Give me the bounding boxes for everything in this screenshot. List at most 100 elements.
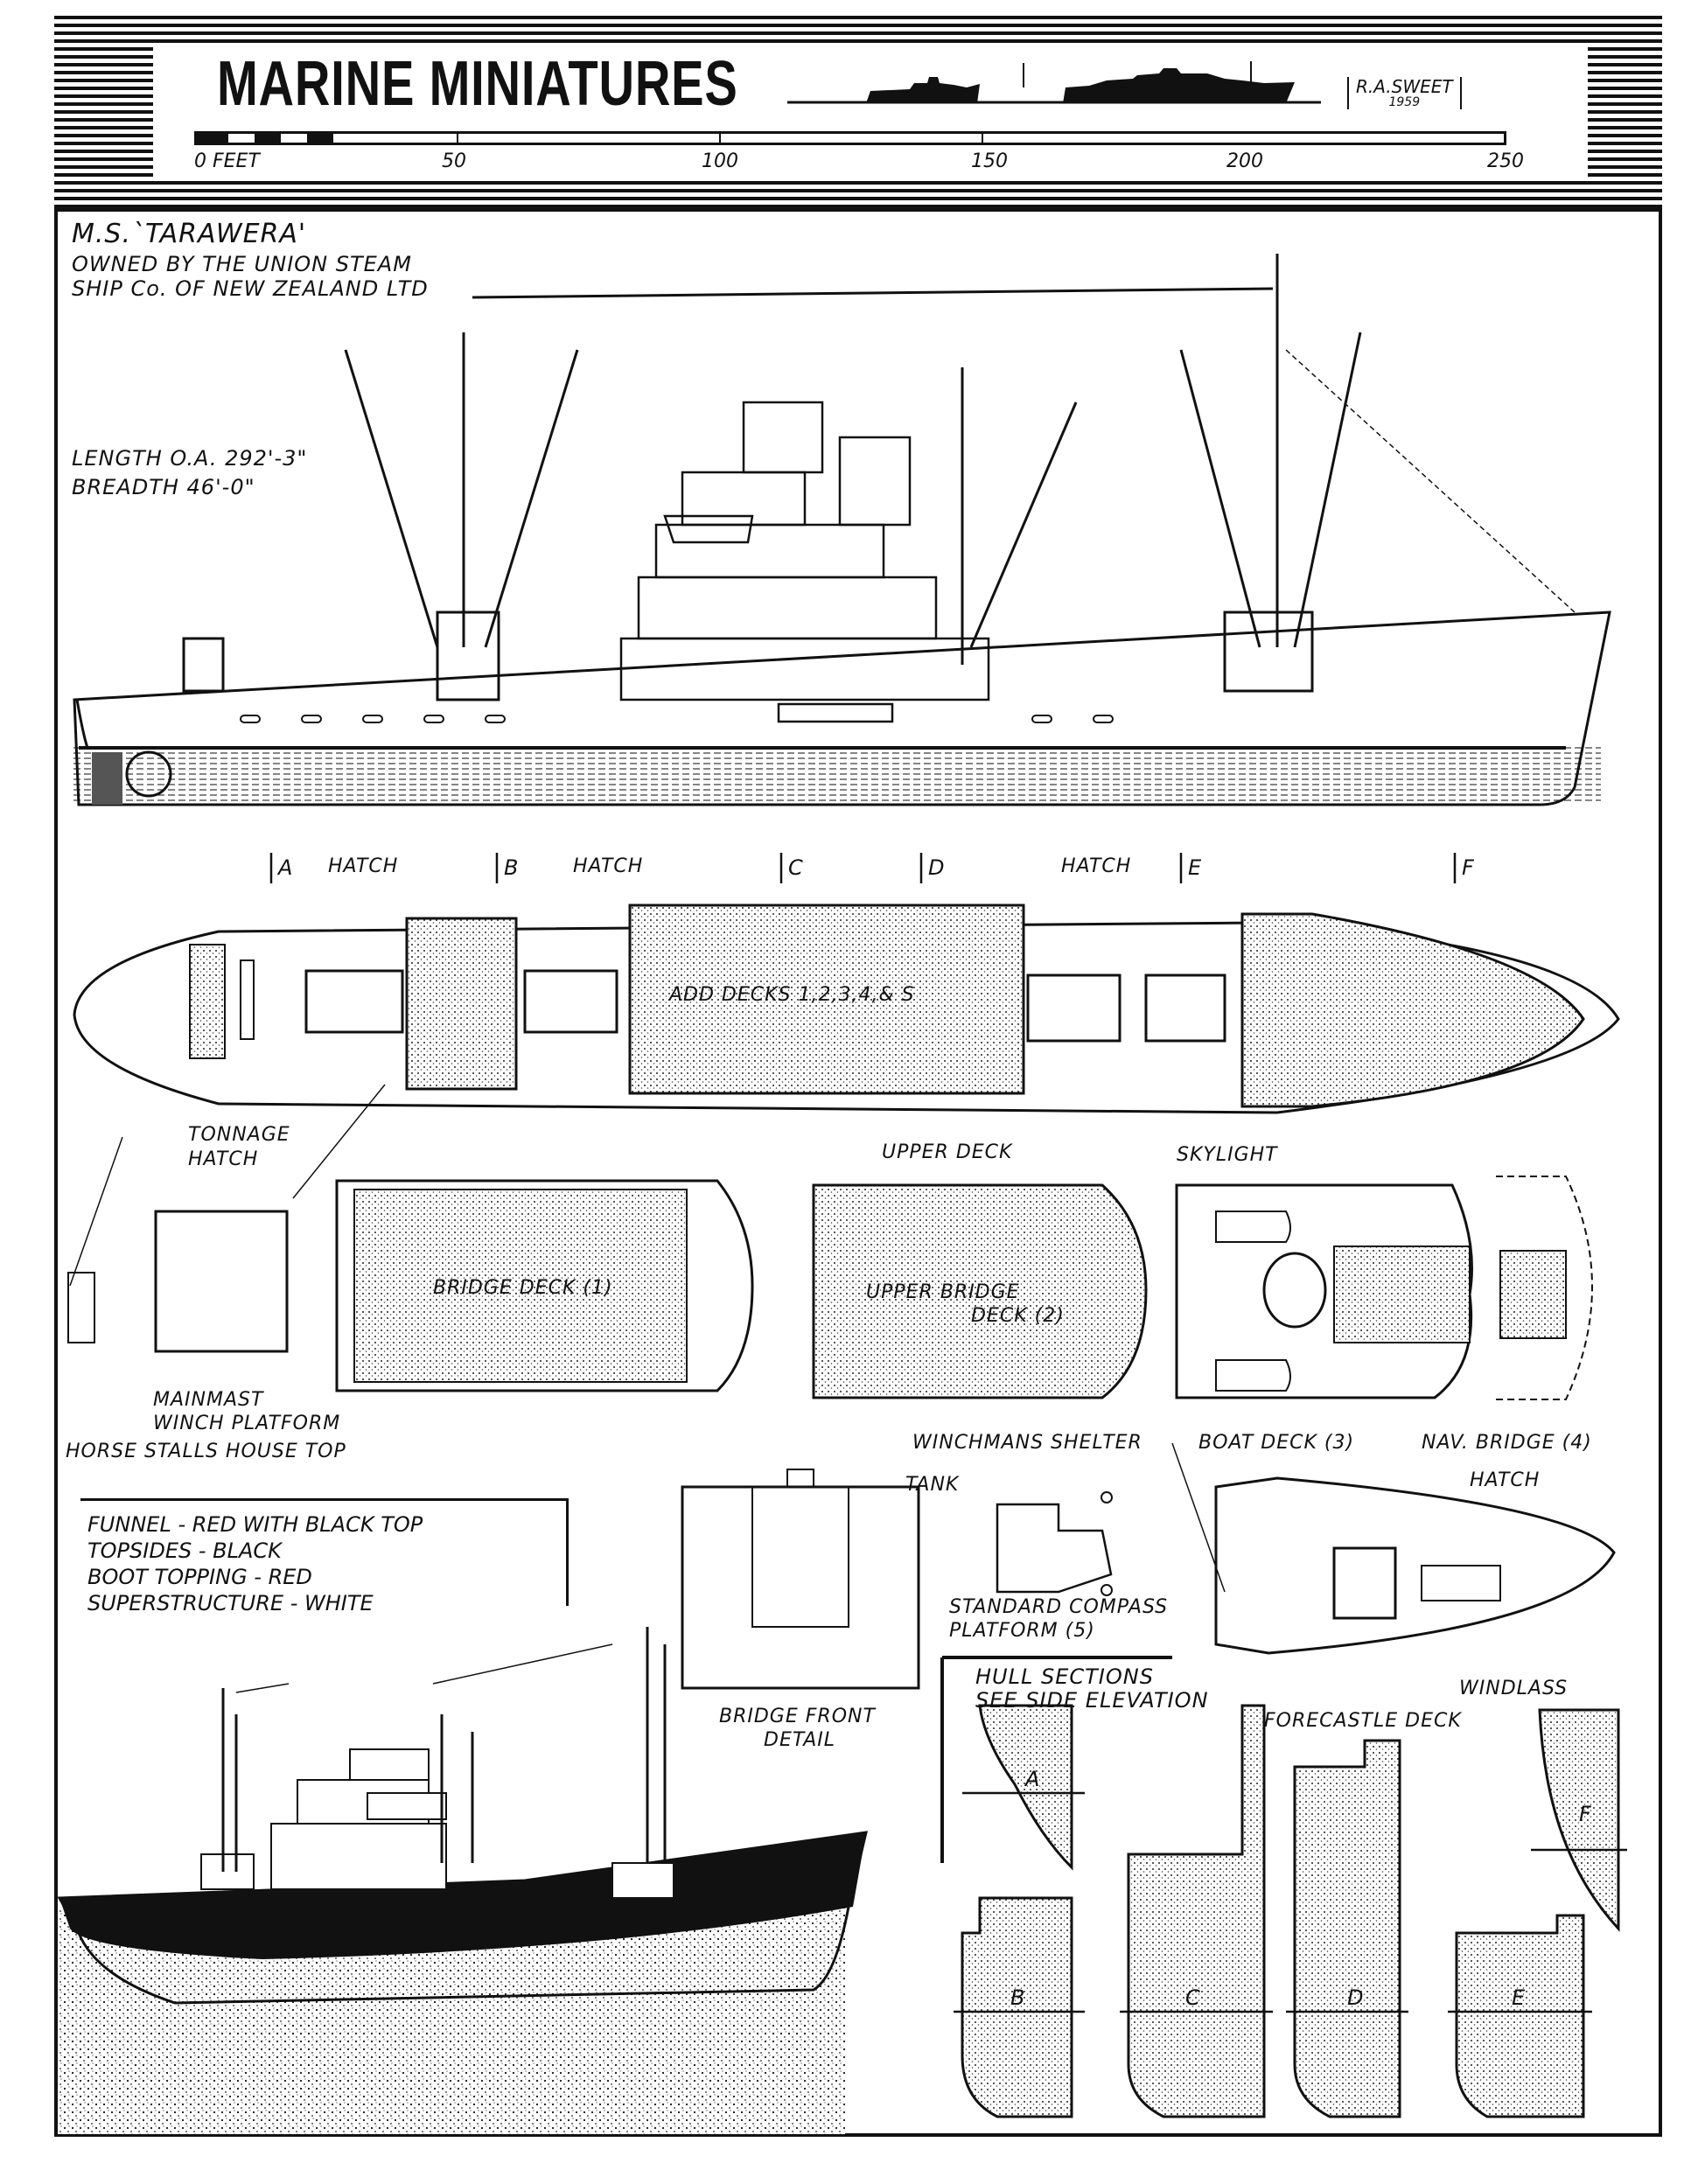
ship-length: LENGTH O.A. 292'-3"	[72, 446, 308, 471]
hull-section-label-a: A	[1025, 1767, 1041, 1791]
windlass	[1421, 1565, 1501, 1601]
nav-bridge-outline	[1496, 1176, 1593, 1400]
upper-bridge-deck-label-2: DECK (2)	[971, 1305, 1065, 1327]
masts	[182, 254, 1576, 701]
hatch	[304, 969, 404, 1034]
hull-section-a	[978, 1704, 1073, 1871]
nav-bridge-label: NAV. BRIDGE (4)	[1422, 1432, 1592, 1454]
section-marker-e: E	[1188, 855, 1203, 880]
author-signature: R.A.SWEET 1959	[1347, 76, 1462, 110]
author-year: 1959	[1388, 95, 1421, 109]
tonnage-hatch-label-2: HATCH	[188, 1148, 259, 1170]
scale-tick	[719, 134, 721, 143]
scale-tick	[457, 134, 458, 143]
underwater-hull-shading	[70, 743, 1601, 805]
hull-outline	[73, 611, 1611, 806]
hull-sections-title-1: HULL SECTIONS	[975, 1664, 1154, 1689]
section-marker-f: F	[1462, 855, 1475, 880]
bridge-front-detail	[681, 1485, 920, 1690]
tonnage-hatch-label-1: TONNAGE	[188, 1124, 290, 1146]
mainmast-label-2: WINCH PLATFORM	[153, 1413, 341, 1434]
ship-owner-line1: OWNED BY THE UNION STEAM	[72, 252, 412, 276]
upper-deck-plan	[73, 904, 1620, 1114]
hull-section-label-d: D	[1347, 1985, 1365, 2010]
hatch	[1026, 973, 1122, 1043]
upper-deck-label: UPPER DECK	[882, 1141, 1013, 1163]
ship-owner-line2: SHIP Co. OF NEW ZEALAND LTD	[72, 276, 429, 301]
lifeboat	[1215, 1359, 1291, 1392]
perspective-superstructure	[200, 1748, 674, 1899]
rudder	[92, 752, 122, 805]
colour-superstructure: SUPERSTRUCTURE - WHITE	[87, 1591, 374, 1615]
hull-section-label-e: E	[1512, 1985, 1527, 2010]
section-arrows	[269, 853, 1457, 883]
scale-label-0: 0 FEET	[194, 150, 260, 172]
hull-section-d	[1293, 1739, 1401, 2118]
page-title: MARINE MINIATURES	[217, 49, 738, 119]
section-marker-d: D	[928, 855, 946, 880]
horse-stalls-house-top	[67, 1272, 95, 1343]
colour-topsides: TOPSIDES - BLACK	[87, 1539, 282, 1563]
superstructure-plan	[628, 904, 1025, 1095]
hull-section-e	[1455, 1914, 1585, 2118]
scale-label-250: 250	[1487, 150, 1524, 172]
cargo-ship-silhouette	[866, 77, 980, 103]
drawing-frame	[54, 208, 1662, 2137]
header-title-box	[153, 45, 1588, 181]
add-decks-label: ADD DECKS 1,2,3,4,& S	[669, 984, 915, 1006]
author-name: R.A.SWEET	[1356, 76, 1453, 97]
colour-scheme-box: FUNNEL - RED WITH BLACK TOP TOPSIDES - B…	[80, 1498, 569, 1615]
perspective-masts	[221, 1627, 667, 1872]
hatch	[523, 969, 618, 1034]
nav-bridge	[1499, 1250, 1567, 1339]
colour-boot-topping: BOOT TOPPING - RED	[87, 1565, 312, 1589]
tank-label: TANK	[905, 1474, 960, 1496]
hull-sections	[961, 1704, 1620, 2118]
forecastle-hatch-label: HATCH	[1470, 1469, 1541, 1491]
scale-tick	[982, 134, 983, 143]
mainmast-label-1: MAINMAST	[153, 1389, 264, 1411]
hull-sections-title-2: SEE SIDE ELEVATION	[975, 1688, 1209, 1713]
standard-compass-platform	[996, 1503, 1113, 1594]
perspective-view	[57, 1627, 868, 2134]
tonnage-hatch	[189, 944, 226, 1059]
portholes	[240, 715, 1114, 723]
scale-segment	[307, 134, 333, 143]
compass-platform-label-1: STANDARD COMPASS	[949, 1596, 1169, 1618]
deck-plans	[67, 1176, 1616, 1690]
hull-section-label-b: B	[1010, 1985, 1026, 2010]
ship-breadth: BREADTH 46'-0"	[72, 475, 255, 499]
hull-section-b	[961, 1896, 1073, 2118]
colour-funnel: FUNNEL - RED WITH BLACK TOP	[87, 1512, 423, 1537]
scale-bar	[194, 131, 1506, 145]
section-marker-c: C	[788, 855, 804, 880]
hull-section-label-c: C	[1185, 1985, 1201, 2010]
upper-bridge-deck	[812, 1183, 1148, 1399]
mainmast-platform-plan	[405, 917, 518, 1091]
forecastle-deck-label: FORECASTLE DECK	[1264, 1710, 1462, 1732]
hatch-label: HATCH	[328, 855, 399, 877]
ship-name: M.S.`TARAWERA'	[72, 219, 307, 249]
horse-stalls-label: HORSE STALLS HOUSE TOP	[66, 1441, 346, 1462]
lifeboat	[1215, 1211, 1291, 1243]
boat-deck-label: BOAT DECK (3)	[1198, 1432, 1355, 1454]
scale-label-50: 50	[442, 150, 466, 172]
superstructure	[619, 401, 990, 723]
hull-section-f	[1538, 1708, 1620, 1932]
header-silhouettes	[787, 61, 1321, 104]
bridge-front-label-2: DETAIL	[764, 1729, 836, 1751]
hull-section-label-f: F	[1579, 1802, 1592, 1826]
mainmast-winch-platform	[154, 1210, 289, 1353]
scale-label-100: 100	[702, 150, 738, 172]
bridge-deck-fill	[353, 1189, 688, 1383]
winchmans-shelter-label: WINCHMANS SHELTER	[912, 1432, 1142, 1454]
side-elevation	[70, 254, 1611, 806]
forecastle-plan	[1240, 912, 1585, 1108]
compass-platform-label-2: PLATFORM (5)	[949, 1620, 1095, 1642]
hatch-label: HATCH	[1061, 855, 1132, 877]
upper-bridge-deck-label-1: UPPER BRIDGE	[866, 1281, 1020, 1303]
scale-segment	[197, 134, 228, 143]
hatch-label: HATCH	[573, 855, 644, 877]
propeller-icon	[125, 750, 172, 798]
